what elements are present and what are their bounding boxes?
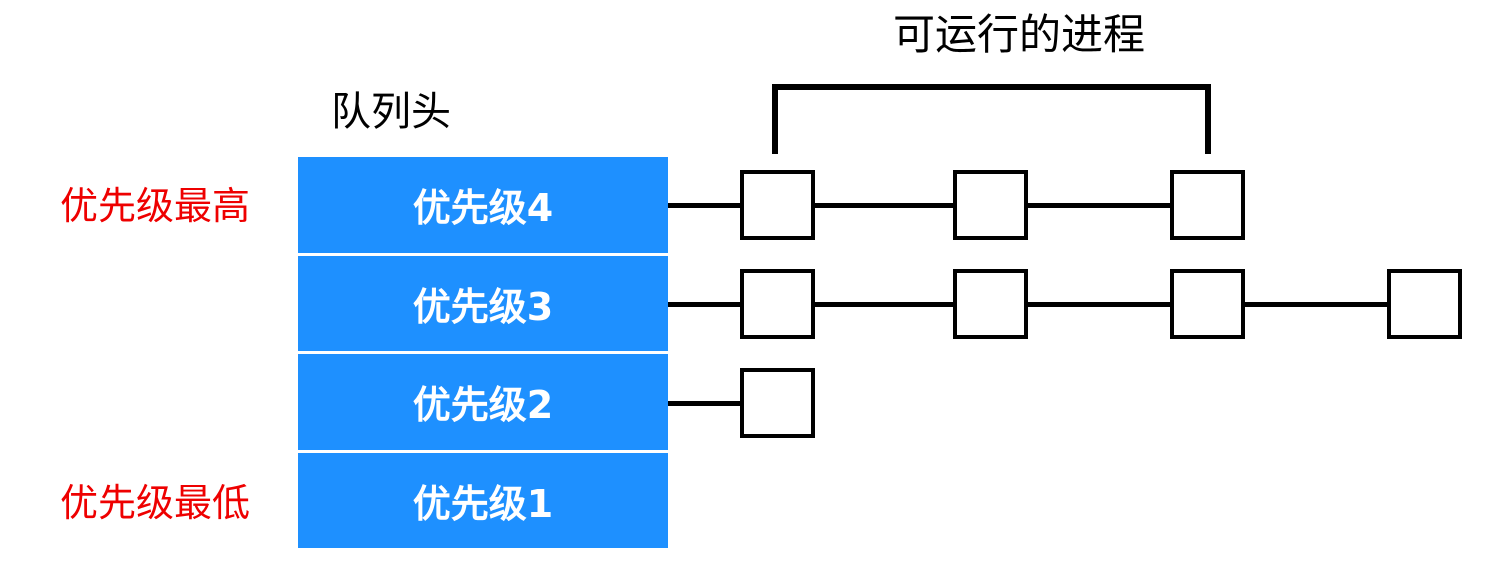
runnable-processes-title: 可运行的进程: [892, 10, 1145, 59]
runnable-processes-bracket: [772, 84, 1211, 154]
queue-row-label: 优先级1: [412, 481, 554, 526]
queue-head-label: 队列头: [331, 89, 451, 135]
queue-row-label: 优先级2: [412, 383, 554, 428]
process-box: [953, 269, 1028, 339]
process-box: [740, 368, 815, 438]
queue-link-line: [1028, 203, 1170, 208]
process-box: [740, 269, 815, 339]
queue-link-line: [668, 401, 740, 406]
queue-row-priority-3: 优先级3: [298, 255, 668, 351]
queue-link-line: [1028, 302, 1170, 307]
queue-link-line: [1245, 302, 1387, 307]
queue-row-priority-2: 优先级2: [298, 354, 668, 450]
queue-link-line: [815, 302, 953, 307]
highest-priority-label: 优先级最高: [60, 184, 251, 228]
lowest-priority-label: 优先级最低: [60, 481, 251, 525]
process-box: [1170, 170, 1245, 240]
queue-row-label: 优先级4: [412, 186, 554, 231]
process-box: [953, 170, 1028, 240]
process-box: [1170, 269, 1245, 339]
queue-row-priority-4: 优先级4: [298, 157, 668, 253]
queue-row-label: 优先级3: [412, 284, 554, 329]
queue-link-line: [668, 302, 740, 307]
priority-queue-stack: 优先级4 优先级3 优先级2 优先级1: [298, 157, 668, 548]
queue-row-priority-1: 优先级1: [298, 452, 668, 548]
queue-link-line: [668, 203, 740, 208]
process-box: [1387, 269, 1462, 339]
queue-link-line: [815, 203, 953, 208]
process-box: [740, 170, 815, 240]
